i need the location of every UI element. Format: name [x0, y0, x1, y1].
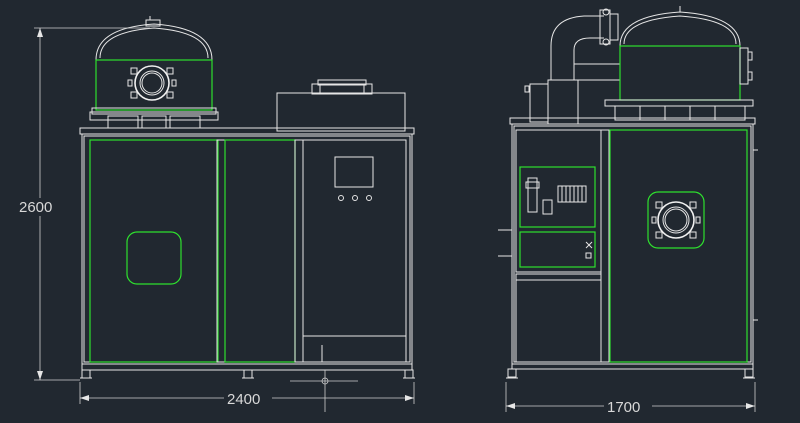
front-view: 2600 2400: [18, 16, 415, 412]
front-display-screen: [334, 156, 374, 188]
side-component-panel: [519, 166, 596, 228]
side-components: [525, 177, 587, 215]
front-door-middle: [224, 139, 296, 363]
front-tank: [89, 16, 219, 129]
side-door: [609, 129, 748, 363]
side-feet: [506, 368, 755, 379]
front-condenser-box: [276, 79, 406, 132]
side-view: 1700: [498, 6, 758, 416]
front-porthole: [127, 65, 177, 101]
front-feet: [80, 369, 415, 379]
front-cabinet: [81, 133, 413, 365]
height-dimension: 2600: [18, 27, 150, 381]
height-dimension-label: 2600: [19, 199, 52, 216]
side-lower-panel: [519, 231, 596, 268]
front-width-dimension-label: 2400: [227, 391, 260, 408]
front-control-panel: [302, 139, 407, 363]
front-width-dimension: 2400: [79, 382, 415, 408]
side-porthole: [647, 191, 705, 249]
side-tank: [604, 6, 754, 121]
front-door-left: [89, 139, 219, 363]
side-width-dimension: 1700: [505, 382, 756, 416]
side-top-rail: [509, 117, 756, 125]
side-pipe: [524, 8, 621, 125]
front-center-mark: [290, 370, 358, 412]
side-cabinet: [511, 123, 754, 365]
side-width-dimension-label: 1700: [607, 399, 640, 416]
front-window: [126, 231, 182, 285]
